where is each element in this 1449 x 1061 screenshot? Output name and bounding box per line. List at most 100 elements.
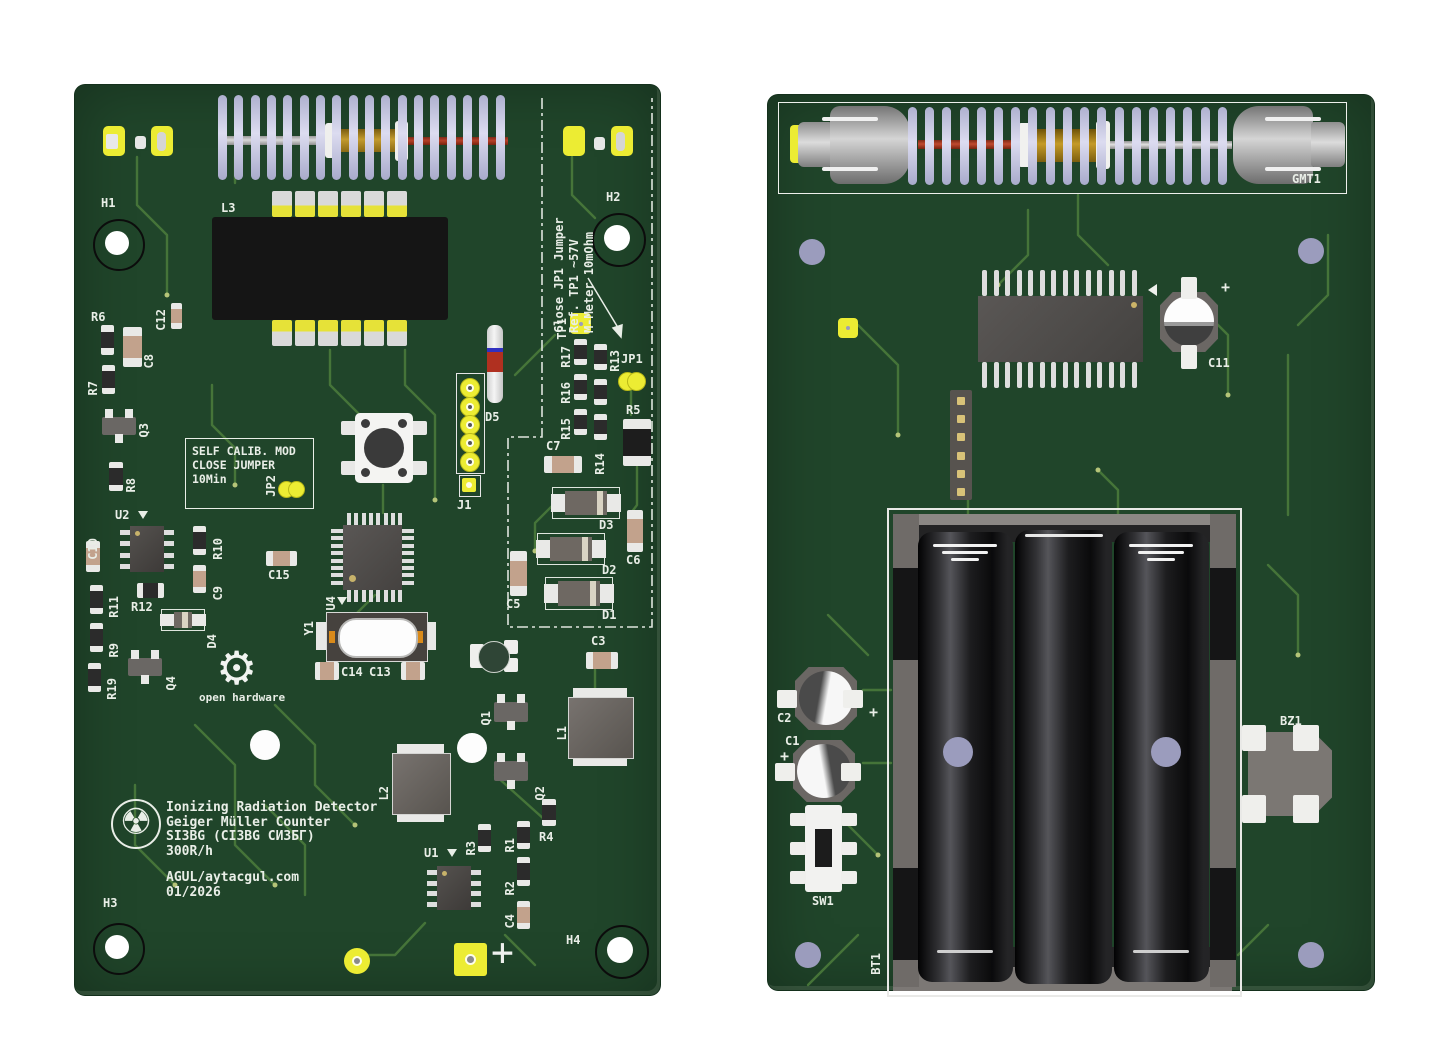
display-pad [341, 191, 361, 217]
r14-resistor [594, 414, 607, 440]
h2-label: H2 [606, 190, 621, 204]
q3-transistor [102, 409, 136, 443]
c2-electrolytic [777, 667, 875, 730]
l2-label: L2 [377, 785, 391, 800]
h4-mounting-hole [595, 925, 649, 979]
r5-label: R5 [626, 403, 641, 417]
display-pad [387, 320, 407, 346]
header-pin [957, 469, 965, 478]
l1-label: L1 [555, 725, 569, 740]
coil-turn [994, 107, 1004, 185]
d5-diode [487, 325, 503, 403]
display-pad [364, 320, 384, 346]
jp2-jumper [278, 481, 305, 498]
j1-pin-pad [460, 397, 480, 417]
header-pin [957, 415, 965, 424]
unplated-hole [250, 730, 280, 760]
r6-label: R6 [91, 310, 106, 324]
coil-turn [218, 95, 227, 180]
coil-turn [397, 95, 407, 180]
c10-capacitor [86, 541, 100, 572]
r5-resistor [623, 419, 651, 466]
backside-ic [968, 270, 1157, 388]
r11-label: R11 [107, 596, 121, 618]
r4-resistor [542, 799, 556, 826]
calib-line3: 10Min [192, 472, 227, 486]
header-pin [957, 451, 965, 460]
title-author: AGUL/aytacgul.com [166, 870, 300, 885]
c5-label: C5 [506, 597, 521, 611]
r12-resistor [137, 583, 164, 598]
seven-segment-display [212, 217, 448, 320]
coil-turn [1028, 107, 1038, 185]
h3-label: H3 [103, 896, 118, 910]
c10-label: C10 [86, 538, 100, 560]
y1-label: Y1 [302, 620, 316, 635]
r-mid-resistor [594, 379, 607, 405]
battery-holder [887, 508, 1242, 997]
c1-label: C1 [785, 734, 800, 748]
h1-label: H1 [101, 196, 116, 210]
pin1-marker [447, 849, 457, 857]
c4-capacitor [517, 901, 530, 929]
tube-clip-wire [1265, 117, 1321, 121]
r19-label: R19 [105, 678, 119, 700]
j1-pin-pad [460, 415, 480, 435]
battery-cell [1015, 530, 1112, 984]
display-pad [295, 191, 315, 217]
calib-line2: CLOSE JUMPER [192, 458, 276, 472]
title-block: Ionizing Radiation Detector Geiger Mülle… [166, 800, 377, 900]
r17-label: R17 [559, 346, 573, 368]
coil-turn [332, 95, 342, 180]
tube-clip-metal [157, 132, 166, 151]
d2-diode [536, 533, 606, 565]
display-pad [364, 191, 384, 217]
mounting-hole-back [799, 239, 825, 265]
coil-turn [1097, 107, 1107, 185]
r9-resistor [90, 623, 103, 652]
u4-mcu-qfp [331, 513, 414, 602]
tube-anode-wire-right [408, 137, 508, 145]
c1-plus-mark: + [780, 747, 790, 765]
display-pad [341, 320, 361, 346]
h1-mounting-hole [93, 219, 145, 271]
d4-led [160, 609, 206, 631]
c11-label: C11 [1208, 356, 1230, 370]
mounting-hole-back [795, 942, 821, 968]
r1-label: R1 [503, 837, 517, 852]
tube-clip-pad [563, 126, 585, 156]
l2-inductor [392, 744, 451, 822]
r11-resistor [90, 585, 103, 614]
h2-mounting-hole [592, 213, 646, 267]
coil-turn [381, 95, 391, 180]
jp1-label: JP1 [621, 352, 643, 366]
u1-label: U1 [424, 846, 439, 860]
c7-capacitor [544, 456, 582, 473]
coil-turn [1166, 107, 1176, 185]
solder-pad-square [454, 943, 487, 976]
coil-turn [316, 95, 325, 180]
c12-capacitor [171, 303, 182, 329]
display-pad [272, 320, 292, 346]
sw1-label: SW1 [812, 894, 834, 908]
c14-capacitor [315, 662, 339, 680]
coil-turn [479, 95, 489, 180]
r1-resistor [517, 821, 530, 849]
coil-turn [283, 95, 293, 180]
tube-clip-wire [822, 117, 878, 121]
j1-pin-pad [460, 433, 480, 453]
gmt1-tube-zone [778, 102, 1347, 194]
u1-ic [427, 866, 481, 910]
c9-label: C9 [211, 585, 225, 600]
c6-capacitor [627, 510, 643, 552]
gmt1-label: GMT1 [1292, 172, 1321, 186]
q2-label: Q2 [533, 785, 547, 800]
tube-clip-metal [616, 132, 625, 151]
coil-turn [463, 95, 472, 180]
r2-label: R2 [503, 880, 517, 895]
radiation-logo: ☢ [111, 799, 161, 849]
coil-turn [1200, 107, 1210, 185]
battery-spring [1129, 544, 1193, 547]
c2-label: C2 [777, 711, 792, 725]
